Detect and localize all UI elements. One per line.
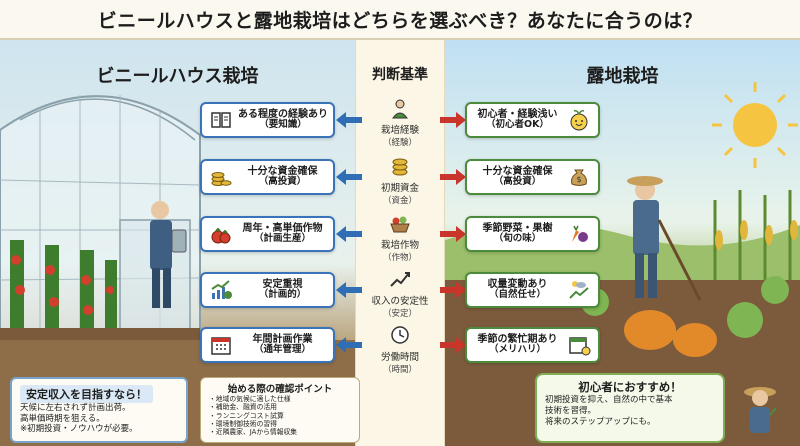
card-line-1: 初心者・経験浅い (477, 108, 558, 120)
card-line-2: （通年管理） (253, 344, 311, 356)
svg-text:$: $ (576, 175, 581, 184)
recommend-line: 技術を習得。 (545, 406, 597, 417)
stable-income-note: 安定収入を目指すなら！ 天候に左右されず計画出荷。 高単価時期を狙える。 ※初期… (10, 377, 188, 443)
arrow-left-icon (336, 282, 362, 298)
clock-icon (388, 323, 412, 347)
criterion-label: 収入の安定性 (371, 296, 429, 307)
card-line-1: 周年・高単価作物 (242, 222, 323, 234)
card-line-1: 十分な資金確保 (247, 165, 318, 177)
money-bag-icon: $ (566, 164, 592, 190)
open-field-card-funds: $ 十分な資金確保（高投資） (465, 159, 600, 195)
beginner-farmer-icon (744, 387, 777, 433)
card-line-2: （要知識） (259, 119, 307, 131)
greenhouse-card-stability: 安定重視（計画的） (200, 272, 335, 308)
open-field-card-labor: 季節の繁忙期あり（メリハリ） (465, 327, 600, 363)
recommend-heading: 初心者におすすめ！ (578, 380, 682, 394)
open-field-card-crops: 季節野菜・果樹（旬の味） (465, 216, 600, 252)
checkpoint-item: ・近隣農家、JAから情報収集 (209, 428, 298, 437)
arrow-left-icon (336, 226, 362, 242)
title-bar: ビニールハウスと露地栽培はどちらを選ぶべき？あなたに合うのは？ (0, 0, 800, 40)
note-line: 天候に左右されず計画出荷。 (20, 403, 131, 413)
criterion-label: 初期資金 (380, 183, 419, 194)
criterion-sub: （安定） (382, 309, 417, 319)
note-heading: 安定収入を目指すなら！ (20, 385, 153, 403)
card-line-2: （高投資） (258, 176, 307, 188)
card-line-1: 季節の繁忙期あり (477, 333, 558, 345)
criterion-funds: 初期資金 （資金） (355, 154, 445, 206)
smiley-sprout-icon (566, 107, 592, 133)
arrow-left-icon (336, 337, 362, 353)
open-field-card-stability: 収量変動あり（自然任せ） (465, 272, 600, 308)
checkpoint-item: ・補助金、融資の活用 (209, 403, 277, 412)
vegetables-icon (566, 221, 592, 247)
card-line-2: （旬の味） (493, 233, 542, 245)
trend-chart-icon (388, 267, 412, 291)
farmer-icon (388, 96, 412, 120)
card-line-1: 十分な資金確保 (482, 165, 553, 177)
comparison-scene: ビニールハウス栽培 判断基準 露地栽培 ある程度の経験あり（要知識） 栽培経験 … (0, 40, 800, 446)
criterion-sub: （作物） (382, 253, 417, 263)
criterion-label: 栽培経験 (380, 125, 419, 136)
beginner-recommend-note: 初心者におすすめ！ 初期投資を抑え、自然の中で基本 技術を習得。 将来のステップ… (535, 373, 725, 443)
open-field-card-experience: 初心者・経験浅い（初心者OK） (465, 102, 600, 138)
checkpoint-item: ・ランニングコスト試算 (209, 411, 284, 420)
card-line-1: 安定重視 (262, 278, 303, 290)
card-line-1: 季節野菜・果樹 (482, 222, 553, 234)
card-line-2: （初心者OK） (486, 119, 549, 131)
greenhouse-card-crops: 周年・高単価作物（計画生産） (200, 216, 335, 252)
page-title: ビニールハウスと露地栽培はどちらを選ぶべき？あなたに合うのは？ (97, 9, 703, 32)
weather-chart-icon (566, 277, 592, 303)
recommend-line: 将来のステップアップにも。 (545, 417, 656, 428)
criterion-crops: 栽培作物 （作物） (355, 211, 445, 263)
criterion-sub: （経験） (382, 138, 417, 148)
checkpoint-item: ・地域の気候に適した仕様 (209, 395, 291, 403)
arrow-left-icon (336, 112, 362, 128)
vegetable-basket-icon (388, 211, 412, 235)
card-line-1: 年間計画作業 (252, 333, 313, 345)
greenhouse-card-funds: 十分な資金確保（高投資） (200, 159, 335, 195)
seasonal-calendar-icon (566, 332, 592, 358)
criterion-sub: （時間） (382, 365, 417, 375)
criterion-working-hours: 労働時間 （時間） (355, 323, 445, 375)
card-line-1: ある程度の経験あり (238, 108, 328, 120)
calendar-icon (208, 332, 234, 358)
criterion-label: 労働時間 (380, 352, 419, 363)
open-field-title: 露地栽培 (586, 66, 659, 87)
card-line-1: 収量変動あり (487, 278, 548, 290)
book-icon (208, 107, 234, 133)
note-line: ※初期投資・ノウハウが必要。 (20, 424, 138, 435)
arrow-left-icon (336, 169, 362, 185)
checkpoint-item: ・環境制御技術の習得 (209, 419, 277, 428)
arrow-right-icon (440, 169, 466, 185)
stable-chart-icon (208, 277, 234, 303)
tomato-icon (208, 221, 234, 247)
arrow-right-icon (440, 112, 466, 128)
arrow-right-icon (440, 282, 466, 298)
arrow-right-icon (440, 226, 466, 242)
criterion-experience: 栽培経験 （経験） (355, 96, 445, 148)
card-line-2: （高投資） (493, 176, 542, 188)
criterion-sub: （資金） (382, 196, 417, 206)
card-line-2: （自然任せ） (488, 289, 546, 301)
greenhouse-title: ビニールハウス栽培 (96, 66, 259, 87)
arrow-right-icon (440, 337, 466, 353)
coins-icon (208, 164, 234, 190)
criteria-title: 判断基準 (372, 67, 428, 83)
card-line-2: （計画生産） (253, 233, 311, 245)
greenhouse-card-experience: ある程度の経験あり（要知識） (200, 102, 335, 138)
criterion-income-stability: 収入の安定性 （安定） (355, 267, 445, 319)
checkpoint-list: 始める際の確認ポイント ・地域の気候に適した仕様 ・補助金、融資の活用 ・ランニ… (200, 377, 360, 443)
recommend-line: 初期投資を抑え、自然の中で基本 (545, 395, 673, 405)
checkpoint-heading: 始める際の確認ポイント (227, 384, 333, 395)
note-line: 高単価時期を狙える。 (20, 413, 105, 424)
card-line-2: （メリハリ） (488, 344, 546, 356)
greenhouse-card-labor: 年間計画作業（通年管理） (200, 327, 335, 363)
card-line-2: （計画的） (258, 289, 307, 301)
coin-stack-icon (388, 154, 412, 178)
criterion-label: 栽培作物 (380, 240, 419, 251)
